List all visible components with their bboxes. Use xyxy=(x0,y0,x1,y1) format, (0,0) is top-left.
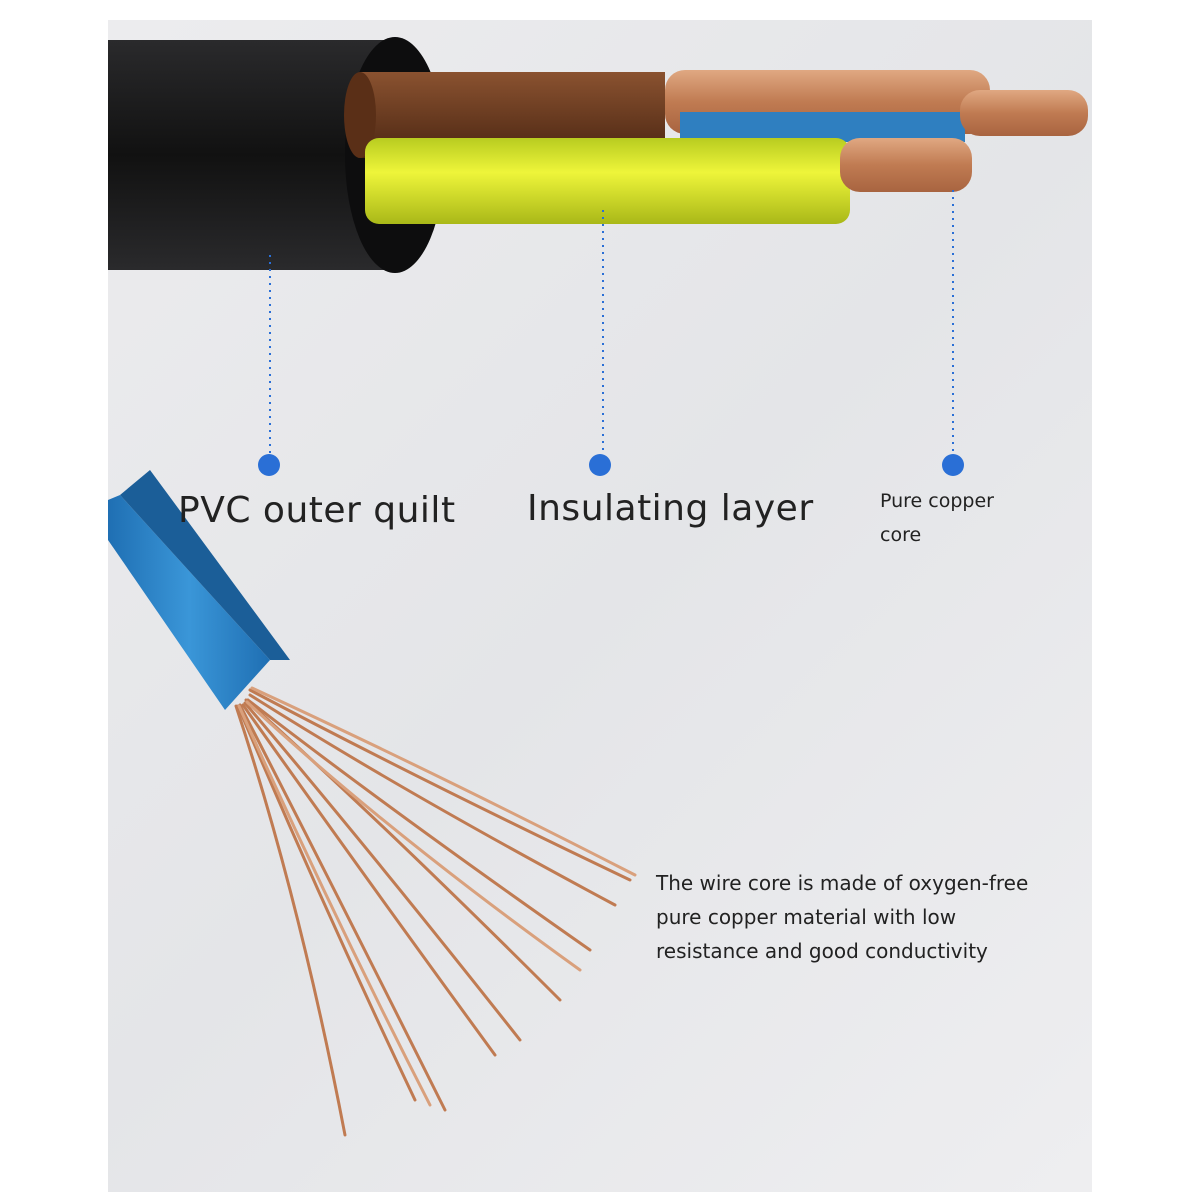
yellow-green-core xyxy=(365,138,972,224)
callout-pvc xyxy=(258,255,280,476)
pvc-outer-quilt-label: PVC outer quilt xyxy=(178,490,456,531)
wire-core-description: The wire core is made of oxygen-free pur… xyxy=(656,871,1029,963)
callout-insulating xyxy=(589,210,611,476)
pure-copper-core-label: Pure copper core xyxy=(880,490,994,546)
insulating-layer-label: Insulating layer xyxy=(527,488,814,529)
blue-wire xyxy=(108,470,290,710)
copper-strands xyxy=(234,686,637,1137)
callout-copper xyxy=(942,190,964,476)
blue-core xyxy=(680,90,1088,142)
